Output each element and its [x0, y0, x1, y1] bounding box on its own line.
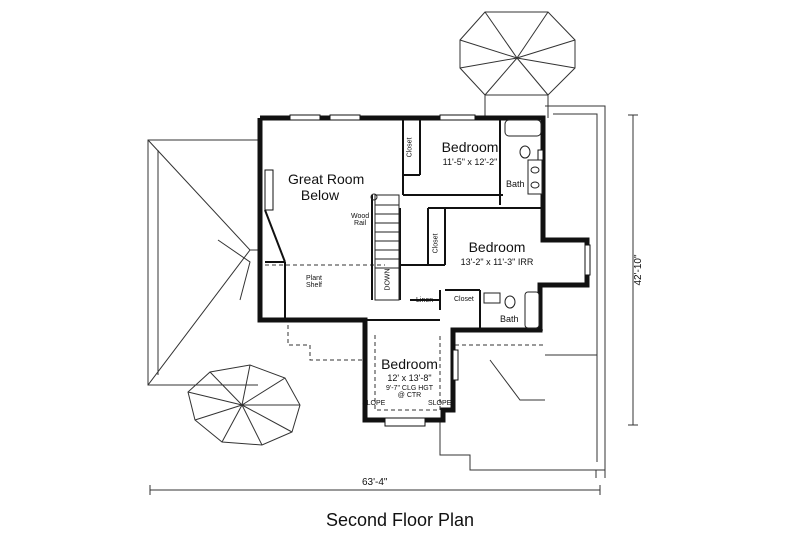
bath-label-top: Bath — [506, 179, 525, 189]
right-turret-roof — [459, 11, 576, 119]
bedroom-top-name: Bedroom — [441, 139, 499, 155]
width-dimension-label: 63'-4" — [362, 477, 388, 488]
linen-label: Linen — [416, 297, 434, 304]
depth-dimension-label: 42'-10" — [633, 254, 644, 286]
interior-walls — [264, 120, 543, 330]
great-room-line2: Below — [300, 187, 340, 203]
slope-label-left: SLOPE — [362, 400, 386, 407]
plan-caption: Second Floor Plan — [325, 510, 475, 530]
slope-label-right: SLOPE — [428, 400, 452, 407]
bedroom-mid-label: Bedroom 13'-2" x 11'-3" IRR — [452, 240, 542, 267]
bedroom-bottom-name: Bedroom — [381, 356, 438, 372]
left-turret-roof — [187, 364, 301, 446]
bedroom-bottom-label: Bedroom 12' x 13'-8" 9'-7" CLG HGT @ CTR — [372, 357, 447, 399]
bedroom-top-label: Bedroom 11'-5" x 12'-2" — [425, 140, 515, 167]
great-room-line1: Great Room — [288, 171, 365, 187]
plant-shelf-label: Plant Shelf — [306, 275, 322, 289]
bedroom-bottom-ceiling: 9'-7" CLG HGT — [386, 385, 433, 392]
exterior-walls — [257, 115, 590, 423]
wood-rail-label: Wood Rail — [351, 213, 369, 227]
bedroom-bottom-ceiling-ctr: @ CTR — [397, 392, 422, 399]
bedroom-mid-size: 13'-2" x 11'-3" IRR — [460, 257, 534, 267]
down-label: DOWN — [384, 268, 392, 291]
wood-rail-line2: Rail — [354, 220, 367, 227]
left-roof — [147, 139, 258, 386]
bedroom-top-size: 11'-5" x 12'-2" — [442, 157, 498, 167]
plant-shelf-line2: Shelf — [306, 282, 322, 289]
bedroom-bottom-size: 12' x 13'-8" — [387, 373, 432, 383]
stairs — [370, 193, 400, 301]
bath-fixtures — [483, 119, 543, 329]
closet-label-mid: Closet — [432, 233, 440, 254]
dimension-lines — [149, 114, 638, 495]
bedroom-mid-name: Bedroom — [468, 239, 526, 255]
closet-label-bottom: Closet — [454, 296, 474, 303]
wood-rail-line1: Wood — [351, 213, 370, 220]
right-roof — [439, 105, 606, 478]
closet-label-top: Closet — [406, 137, 414, 158]
great-room-label: Great Room Below — [288, 171, 365, 203]
plant-shelf-line1: Plant — [306, 275, 322, 282]
bath-label-bottom: Bath — [500, 314, 519, 324]
